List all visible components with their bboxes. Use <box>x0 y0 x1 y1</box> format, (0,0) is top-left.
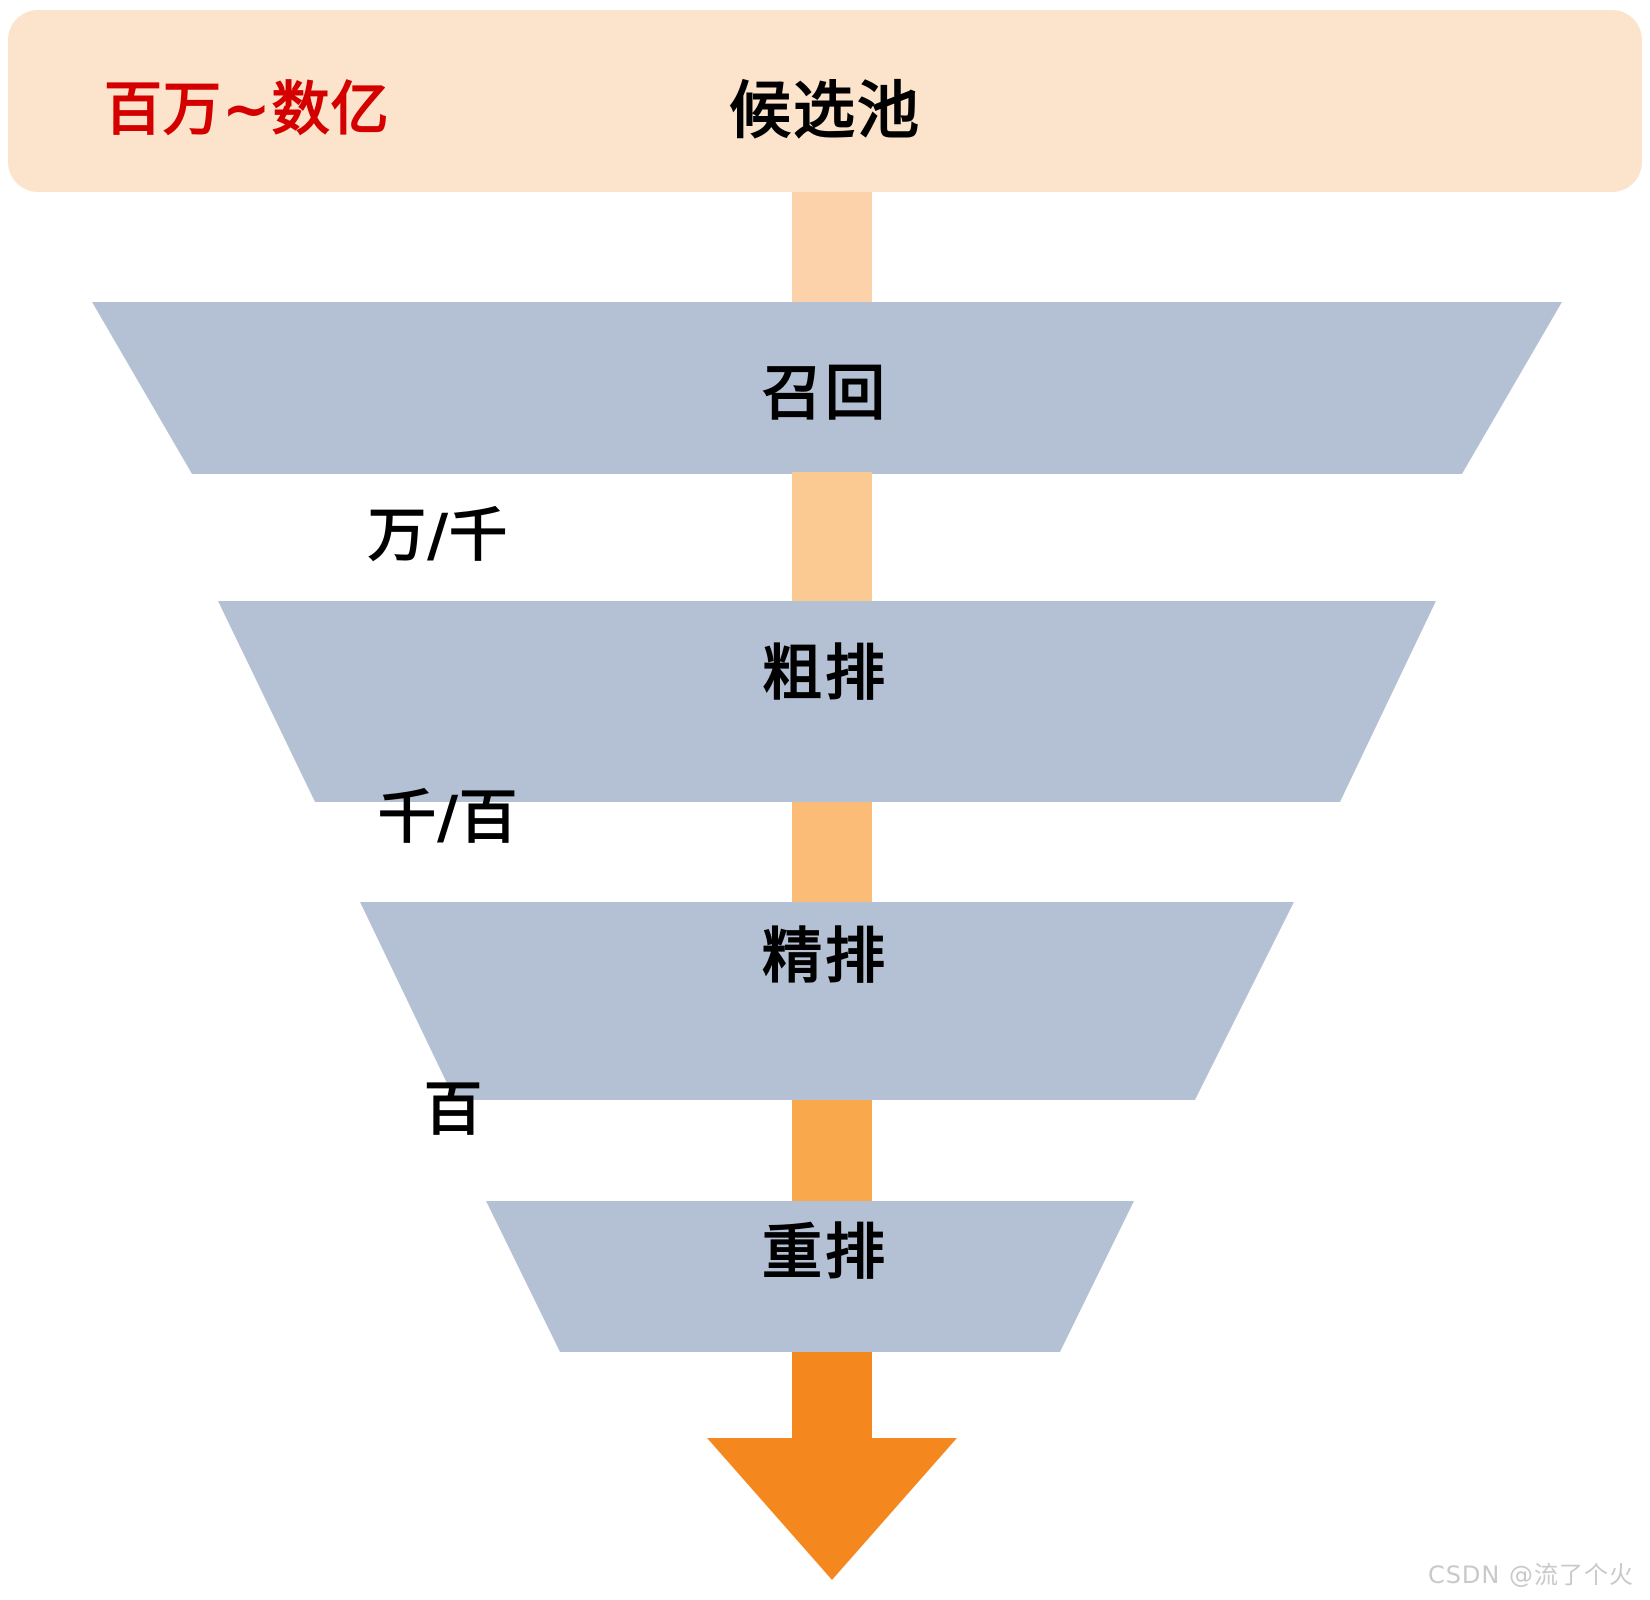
arrow-shaft-segment-4 <box>792 1100 872 1201</box>
arrow-shaft-segment-3 <box>792 802 872 902</box>
funnel-stage-recall[interactable] <box>92 302 1562 474</box>
csdn-watermark: CSDN @流了个火 <box>1427 1561 1634 1589</box>
funnel-gap-label-after-fine-rank: 百 <box>424 1075 484 1143</box>
funnel-stage-pre-rank[interactable] <box>218 601 1436 802</box>
output-arrow-head <box>707 1438 957 1580</box>
funnel-stage-re-rank[interactable] <box>486 1201 1134 1352</box>
funnel-gap-label-after-pre-rank: 千/百 <box>378 783 519 851</box>
funnel-stage-fine-rank[interactable] <box>360 902 1294 1100</box>
arrow-shaft-segment-2 <box>792 472 872 604</box>
candidate-pool-band: 百万~数亿 候选池 <box>8 10 1642 192</box>
candidate-pool-title: 候选池 <box>728 74 921 147</box>
funnel-gap-label-after-recall: 万/千 <box>368 501 509 569</box>
arrow-shaft-segment-5 <box>792 1352 872 1438</box>
arrow-shaft-segment-1 <box>792 192 872 304</box>
candidate-pool-scale-label: 百万~数亿 <box>104 75 390 143</box>
